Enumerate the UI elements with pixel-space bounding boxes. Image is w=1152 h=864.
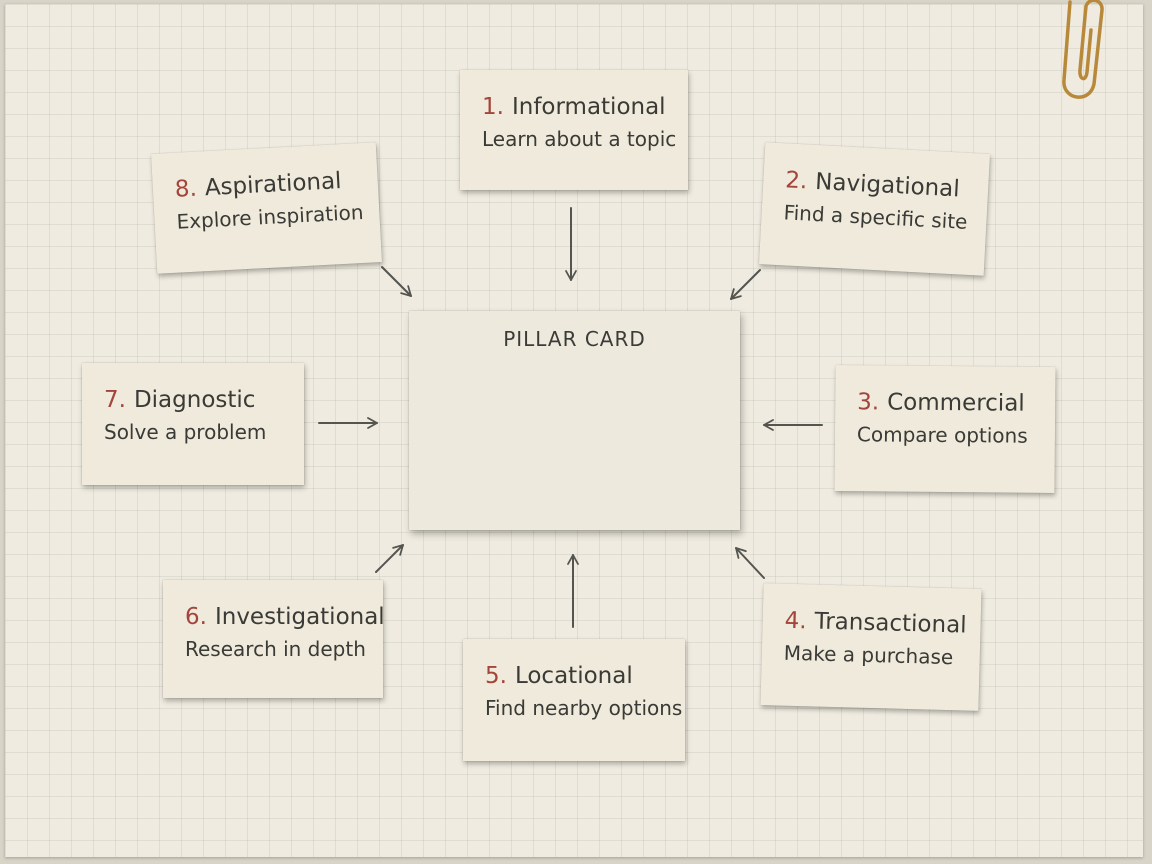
card-number: 4. — [784, 607, 807, 635]
pillar-card-label: PILLAR CARD — [503, 327, 646, 351]
intent-card-informational: 1. Informational Learn about a topic — [460, 70, 688, 190]
card-title: 1. Informational — [482, 92, 670, 122]
intent-card-commercial: 3. Commercial Compare options — [834, 365, 1056, 493]
intent-card-investigational: 6. Investigational Research in depth — [163, 580, 385, 698]
pillar-card: PILLAR CARD — [409, 311, 740, 530]
card-title: 6. Investigational — [185, 602, 385, 632]
intent-card-locational: 5. Locational Find nearby options — [463, 639, 685, 761]
card-title-text: Commercial — [887, 389, 1025, 417]
card-subtitle: Solve a problem — [104, 420, 267, 444]
card-number: 3. — [857, 389, 880, 416]
card-title: 5. Locational — [485, 661, 667, 691]
card-number: 7. — [104, 387, 126, 413]
card-title: 4.Transactional — [784, 606, 967, 641]
card-number: 8. — [174, 175, 198, 203]
card-subtitle: Make a purchase — [783, 640, 954, 670]
card-subtitle: Compare options — [856, 422, 1028, 448]
card-subtitle: Learn about a topic — [482, 127, 677, 151]
card-number: 2. — [784, 167, 808, 195]
paperclip-icon — [1062, 0, 1104, 99]
card-title-text: Transactional — [814, 608, 967, 639]
card-title-text: Locational — [514, 663, 633, 689]
card-title-text: Diagnostic — [133, 387, 256, 413]
card-number: 6. — [185, 604, 207, 630]
card-title: 7. Diagnostic — [104, 385, 286, 415]
card-title-text: Informational — [511, 94, 666, 120]
card-number: 1. — [482, 94, 504, 120]
intent-card-navigational: 2.Navigational Find a specific site — [758, 142, 991, 276]
intent-card-diagnostic: 7. Diagnostic Solve a problem — [82, 363, 304, 485]
card-subtitle: Research in depth — [185, 637, 366, 661]
card-title: 3. Commercial — [857, 387, 1037, 419]
card-title-text: Investigational — [214, 604, 385, 630]
intent-card-transactional: 4.Transactional Make a purchase — [760, 583, 982, 711]
intent-card-aspirational: 8.Aspirational Explore inspiration — [151, 142, 382, 274]
card-subtitle: Find nearby options — [485, 696, 683, 720]
card-number: 5. — [485, 663, 507, 689]
